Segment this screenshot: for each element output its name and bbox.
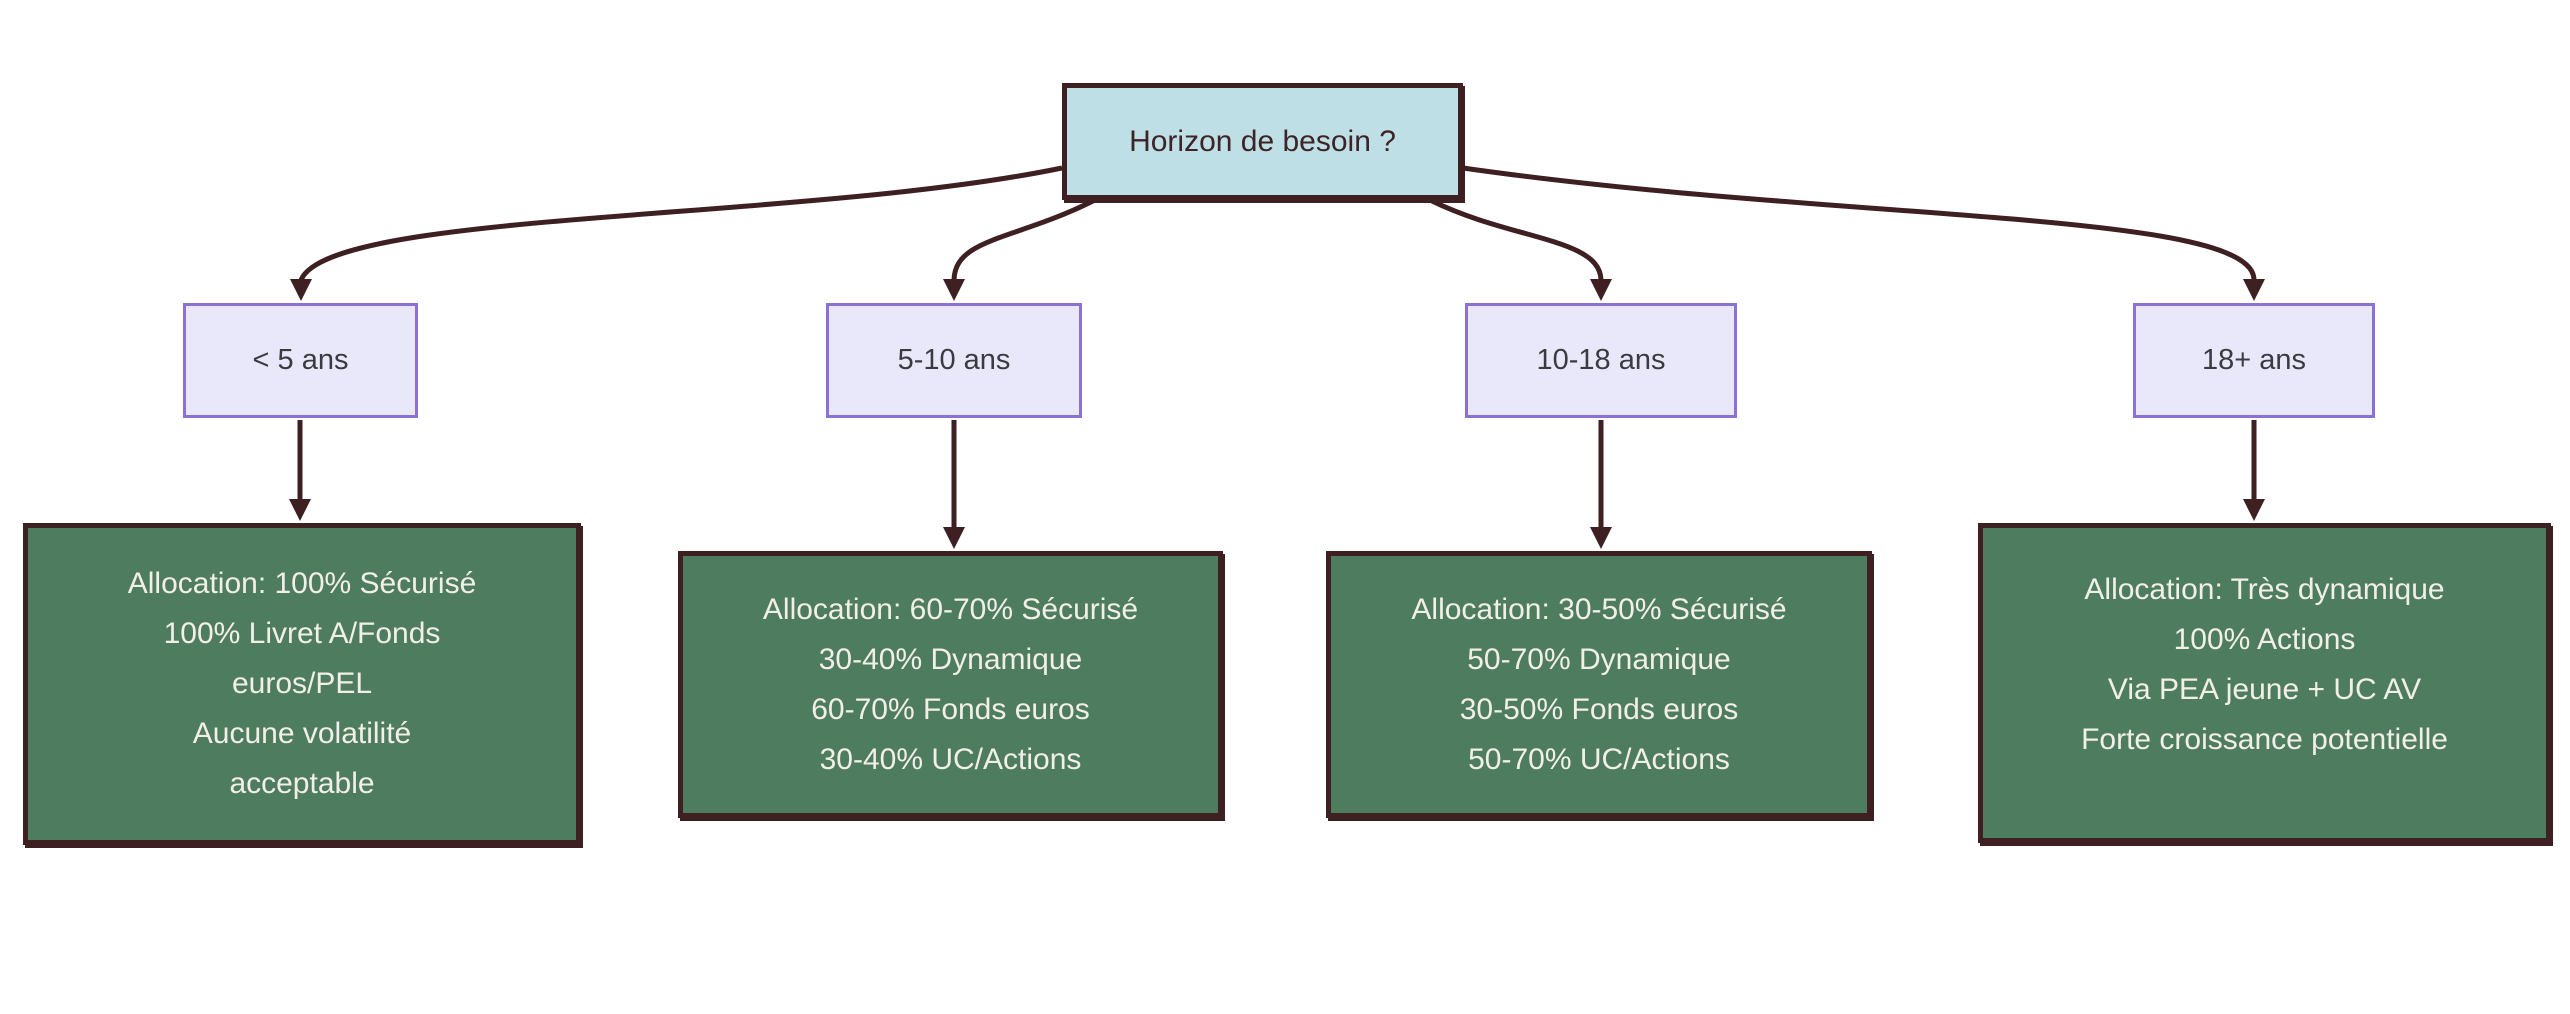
allocation-line: 30-50% Fonds euros xyxy=(1459,692,1739,726)
leaf-node-allocation-10-18ans: Allocation: 30-50% Sécurisé 50-70% Dynam… xyxy=(1326,551,1872,818)
branch-label: < 5 ans xyxy=(252,344,349,376)
arrowhead-down-icon xyxy=(289,499,311,521)
edge-lt5ans-to-allocation xyxy=(289,420,311,521)
branch-label: 5-10 ans xyxy=(897,344,1011,376)
allocation-line: 30-40% UC/Actions xyxy=(819,742,1082,776)
allocation-line: Forte croissance potentielle xyxy=(2081,723,2448,756)
branch-label: 18+ ans xyxy=(2201,344,2306,376)
arrowhead-down-icon xyxy=(290,279,312,301)
allocation-line: acceptable xyxy=(229,767,375,800)
branch-node-5-10ans: 5-10 ans xyxy=(826,303,1082,418)
allocation-line: 50-70% UC/Actions xyxy=(1468,742,1730,776)
branch-label: 10-18 ans xyxy=(1536,344,1666,376)
edge-root-to-lt5ans xyxy=(290,165,1063,301)
root-node-label: Horizon de besoin ? xyxy=(1129,124,1396,158)
arrowhead-down-icon xyxy=(1590,527,1612,549)
arrowhead-down-icon xyxy=(943,279,965,301)
arrowhead-down-icon xyxy=(2243,279,2265,301)
arrowhead-down-icon xyxy=(2243,499,2265,521)
allocation-line: Aucune volatilité xyxy=(192,717,412,750)
allocation-line: Allocation: 100% Sécurisé xyxy=(127,567,477,600)
edge-root-to-10-18ans xyxy=(1430,198,1612,301)
leaf-node-allocation-5-10ans: Allocation: 60-70% Sécurisé 30-40% Dynam… xyxy=(678,551,1223,818)
edge-root-to-18plus xyxy=(1462,165,2265,301)
allocation-line: euros/PEL xyxy=(231,667,373,700)
arrowhead-down-icon xyxy=(943,527,965,549)
allocation-line: Via PEA jeune + UC AV xyxy=(2107,673,2422,706)
edge-root-to-5-10ans xyxy=(943,198,1095,301)
edge-18plus-to-allocation xyxy=(2243,420,2265,521)
arrowhead-down-icon xyxy=(1590,279,1612,301)
branch-node-18plus: 18+ ans xyxy=(2133,303,2375,418)
leaf-node-allocation-lt5ans: Allocation: 100% Sécurisé 100% Livret A/… xyxy=(23,523,581,845)
allocation-line: 30-40% Dynamique xyxy=(818,642,1083,676)
branch-node-lt5ans: < 5 ans xyxy=(183,303,418,418)
allocation-line: Allocation: 60-70% Sécurisé xyxy=(762,592,1139,626)
edge-5-10ans-to-allocation xyxy=(943,420,965,549)
allocation-line: 60-70% Fonds euros xyxy=(811,692,1090,726)
branch-node-10-18ans: 10-18 ans xyxy=(1465,303,1737,418)
allocation-line: Allocation: Très dynamique xyxy=(2084,573,2445,606)
root-node-horizon: Horizon de besoin ? xyxy=(1062,83,1463,200)
allocation-line: 50-70% Dynamique xyxy=(1467,642,1731,676)
allocation-line: 100% Actions xyxy=(2173,623,2356,656)
allocation-line: 100% Livret A/Fonds xyxy=(163,617,441,650)
leaf-node-allocation-18plus: Allocation: Très dynamique 100% Actions … xyxy=(1978,523,2551,843)
allocation-line: Allocation: 30-50% Sécurisé xyxy=(1411,592,1787,626)
edge-10-18ans-to-allocation xyxy=(1590,420,1612,549)
